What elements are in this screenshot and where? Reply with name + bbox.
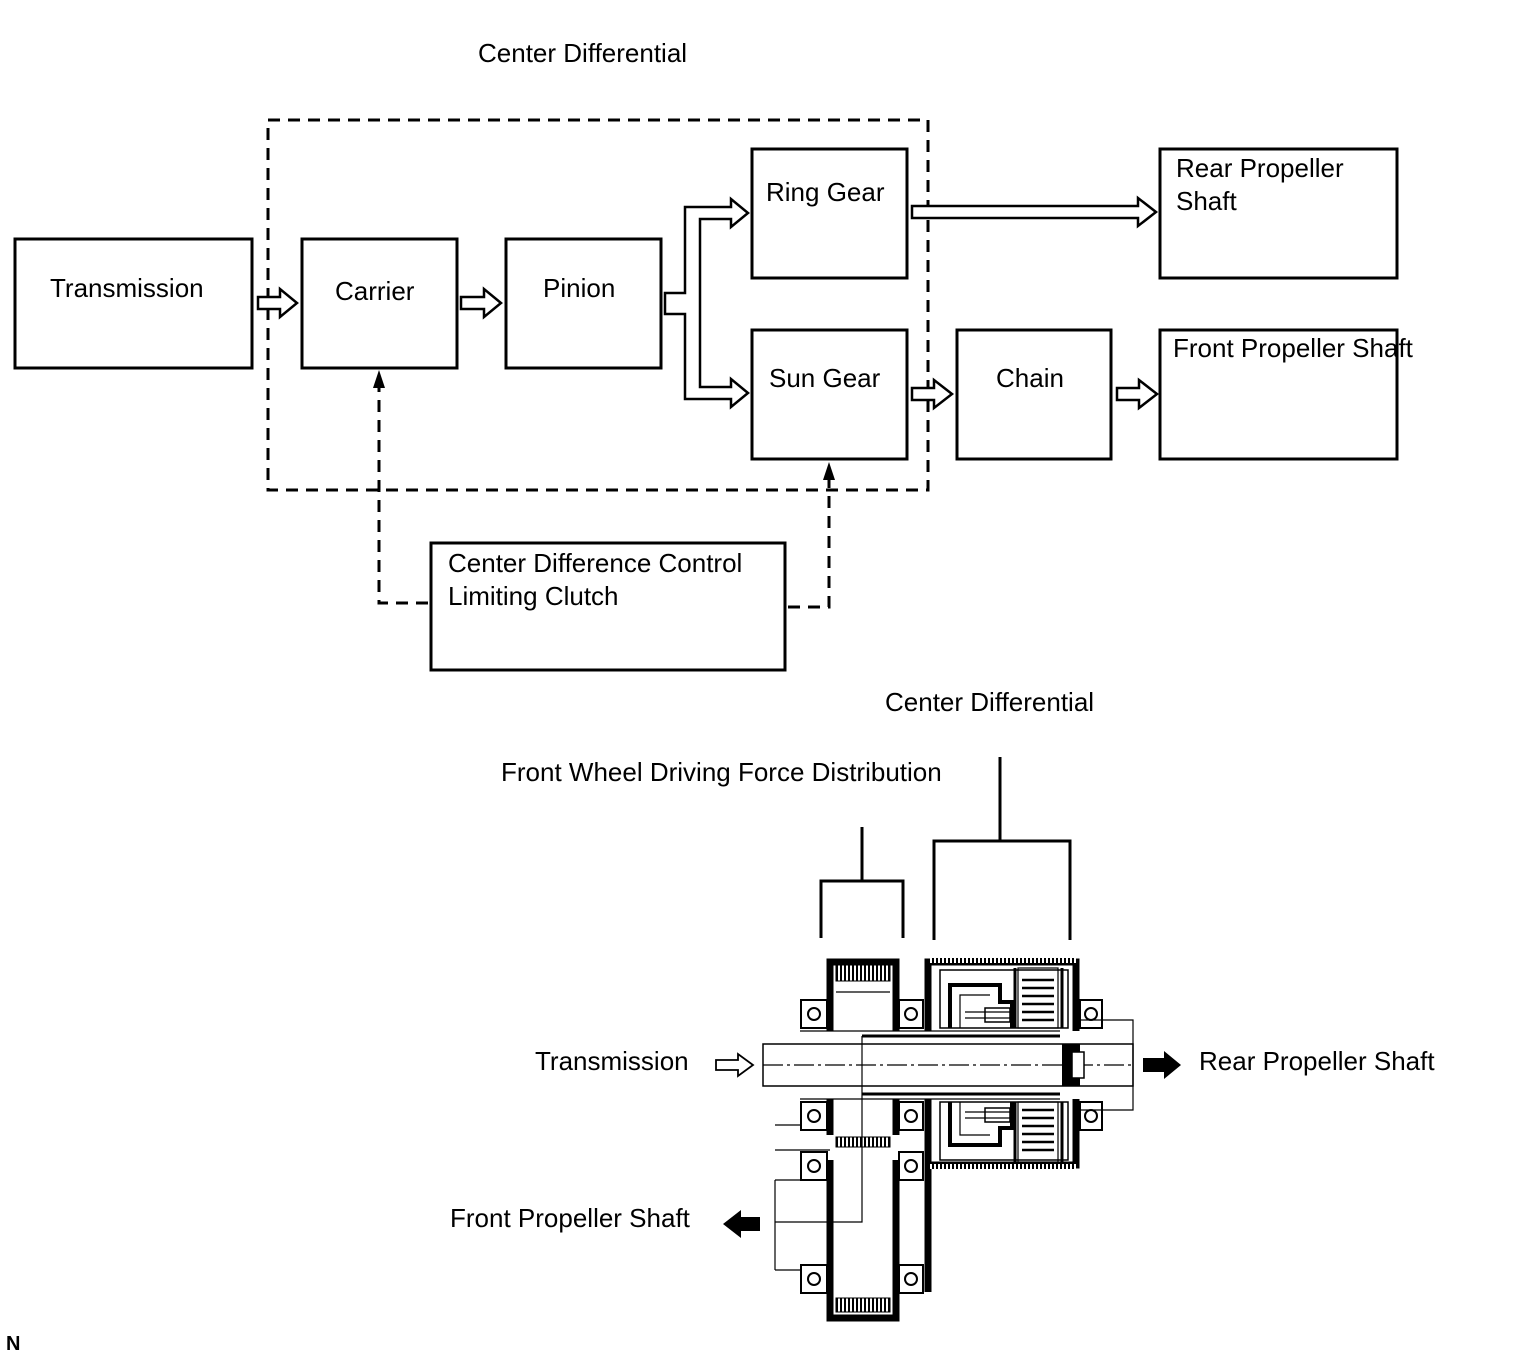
transmission-label: Transmission <box>50 273 204 303</box>
cross-section-transmission-label: Transmission <box>535 1046 689 1076</box>
ring-gear-to-rear-shaft-arrow <box>910 195 1159 229</box>
front-output-arrow <box>723 1210 760 1238</box>
rear-output-arrow <box>1143 1051 1181 1079</box>
limiting-clutch-label-line1: Center Difference Control <box>448 548 742 578</box>
transmission-block: Transmission <box>13 237 254 370</box>
cross-section-front-shaft-label: Front Propeller Shaft <box>450 1203 691 1233</box>
corner-mark: N <box>6 1333 20 1355</box>
center-differential-title: Center Differential <box>478 38 687 68</box>
center-differential-bracket <box>932 757 1072 940</box>
chain-label: Chain <box>996 363 1064 393</box>
pinion-block: Pinion <box>504 237 663 370</box>
rear-propeller-shaft-label-line2: Shaft <box>1176 186 1237 216</box>
front-distribution-bracket <box>819 827 905 938</box>
clutch-to-sun-gear-arrowhead <box>823 462 835 480</box>
cross-section-rear-shaft-label: Rear Propeller Shaft <box>1199 1046 1435 1076</box>
ring-gear-block: Ring Gear <box>750 147 909 280</box>
transmission-to-carrier-arrow <box>256 286 299 320</box>
front-propeller-shaft-label: Front Propeller Shaft <box>1173 333 1414 363</box>
limiting-clutch-block: Center Difference Control Limiting Clutc… <box>429 541 787 672</box>
sun-gear-to-chain-arrow <box>910 377 955 411</box>
chain-to-front-shaft-arrow <box>1115 377 1160 411</box>
carrier-label: Carrier <box>335 276 415 306</box>
center-differential-boundary <box>266 118 930 492</box>
chain-block: Chain <box>955 328 1113 461</box>
sun-gear-block: Sun Gear <box>750 328 909 461</box>
clutch-to-sun-gear-path <box>788 476 831 609</box>
rear-propeller-shaft-label-line1: Rear Propeller <box>1176 153 1344 183</box>
front-distribution-label: Front Wheel Driving Force Distribution <box>501 757 942 787</box>
carrier-block: Carrier <box>300 237 459 370</box>
front-propeller-shaft-block: Front Propeller Shaft <box>1158 328 1414 461</box>
front-drive-sprocket-bottom <box>826 1099 900 1135</box>
rear-propeller-shaft-block: Rear Propeller Shaft <box>1158 147 1399 280</box>
pinion-label: Pinion <box>543 273 615 303</box>
limiting-clutch-bottom <box>939 1101 1069 1163</box>
limiting-clutch-top <box>939 967 1069 1029</box>
cross-section-center-differential-label: Center Differential <box>885 687 1094 717</box>
front-drive-sprocket-top <box>826 958 900 1031</box>
ring-gear-label: Ring Gear <box>766 177 885 207</box>
clutch-to-carrier-path <box>377 384 428 605</box>
carrier-to-pinion-arrow <box>459 286 503 320</box>
clutch-to-carrier-arrowhead <box>373 370 385 388</box>
center-differential-cross-section <box>762 958 1134 1322</box>
pinion-split-arrow <box>663 196 750 410</box>
bearings <box>800 999 1103 1294</box>
transmission-input-arrow <box>715 1052 755 1078</box>
sun-gear-label: Sun Gear <box>769 363 881 393</box>
limiting-clutch-label-line2: Limiting Clutch <box>448 581 619 611</box>
